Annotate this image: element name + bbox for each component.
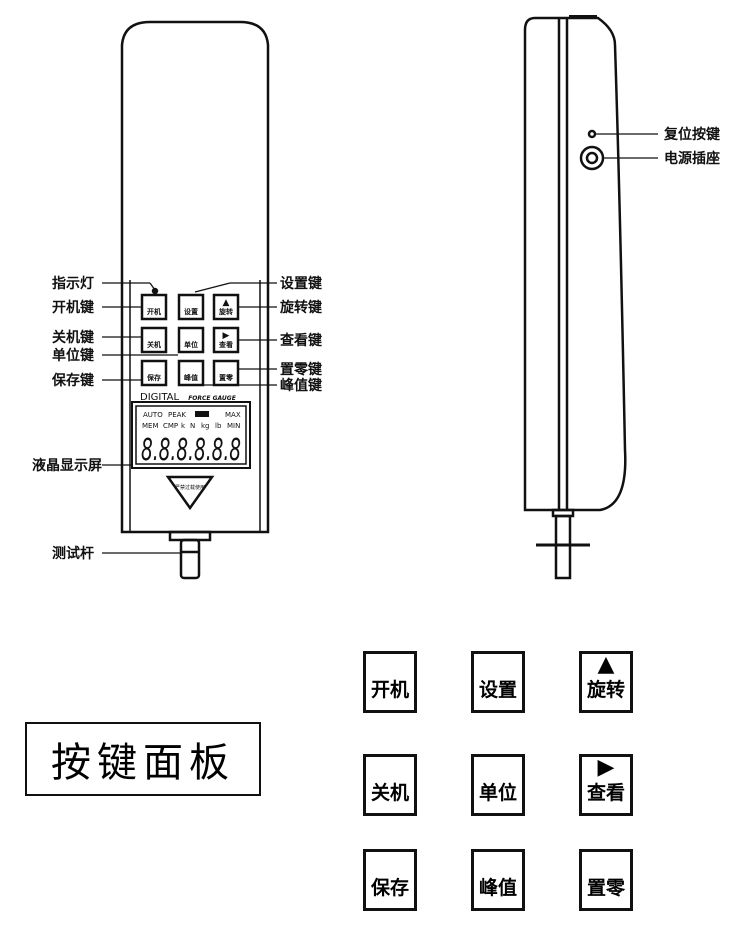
front-key-4[interactable]: 单位 [177,326,205,354]
keypad-panel-title: 按键面板 [25,722,261,796]
lcd-mem: MEM [142,422,159,430]
front-key-label: 开机 [147,307,161,316]
warning-text: 严禁过载使用 [175,484,205,491]
label-power-jack: 电源插座 [664,150,720,167]
front-key-8[interactable]: 置零 [212,359,240,387]
label-unit: 单位键 [52,347,95,364]
brand-force-gauge: FORCE GAUGE [188,395,237,402]
lcd-max: MAX [225,411,241,419]
key-7[interactable]: 峰值 [471,849,525,911]
key-label: 设置 [478,679,517,701]
up-arrow-icon: ▲ [597,652,615,677]
brand-digital: DIGITAL [140,392,180,403]
front-key-label: 单位 [184,340,198,349]
lcd-digits: 8.8.8.8.8.8 [141,433,241,468]
key-label: 关机 [370,782,409,804]
battery-icon [195,411,209,417]
key-label: 单位 [478,782,517,804]
key-5[interactable]: ▶查看 [579,754,633,816]
key-label: 置零 [586,877,625,899]
key-2[interactable]: ▲旋转 [579,651,633,713]
front-key-2[interactable]: ▲旋转 [212,293,240,321]
front-key-label: 旋转 [218,307,233,316]
front-key-label: 查看 [219,340,233,349]
label-view: 查看键 [280,332,323,349]
front-key-0[interactable]: 开机 [140,293,168,321]
label-rotate: 旋转键 [279,299,323,316]
arrow-icon: ▶ [223,331,230,341]
front-key-1[interactable]: 设置 [177,293,205,321]
label-rod: 测试杆 [52,545,94,562]
front-key-3[interactable]: 关机 [140,326,168,354]
key-1[interactable]: 设置 [471,651,525,713]
key-label: 开机 [370,679,409,701]
label-power-off: 关机键 [52,329,95,346]
key-8[interactable]: 置零 [579,849,633,911]
front-key-label: 峰值 [184,373,198,382]
lcd-auto: AUTO [143,411,163,419]
label-lcd: 液晶显示屏 [32,457,102,474]
lcd-lb: lb [215,422,222,430]
key-label: 查看 [586,782,625,804]
label-indicator: 指示灯 [52,275,94,292]
front-key-label: 置零 [219,373,234,382]
label-power-on: 开机键 [52,299,95,316]
key-0[interactable]: 开机 [363,651,417,713]
right-arrow-icon: ▶ [597,755,615,780]
front-key-label: 关机 [147,340,161,349]
front-key-7[interactable]: 峰值 [177,359,205,387]
key-label: 保存 [370,877,409,899]
front-key-6[interactable]: 保存 [140,359,168,387]
label-zero: 置零键 [280,361,323,378]
lcd-kg: kg [201,422,210,430]
key-label: 旋转 [586,679,625,701]
side-device [523,15,627,580]
lcd-min: MIN [227,422,240,430]
lcd-n: N [190,422,195,430]
front-key-label: 设置 [184,307,198,316]
label-peak: 峰值键 [280,377,323,394]
arrow-icon: ▲ [223,298,230,308]
key-4[interactable]: 单位 [471,754,525,816]
front-key-label: 保存 [146,373,161,382]
lcd-k: k [181,422,186,430]
label-save: 保存键 [51,372,95,389]
front-key-5[interactable]: ▶查看 [212,326,240,354]
lcd-cmp: CMP [163,422,178,430]
lcd-peak: PEAK [168,411,186,419]
label-settings: 设置键 [280,275,323,292]
key-3[interactable]: 关机 [363,754,417,816]
label-reset: 复位按键 [663,126,721,143]
front-device [120,20,270,580]
key-label: 峰值 [478,877,517,899]
key-6[interactable]: 保存 [363,849,417,911]
